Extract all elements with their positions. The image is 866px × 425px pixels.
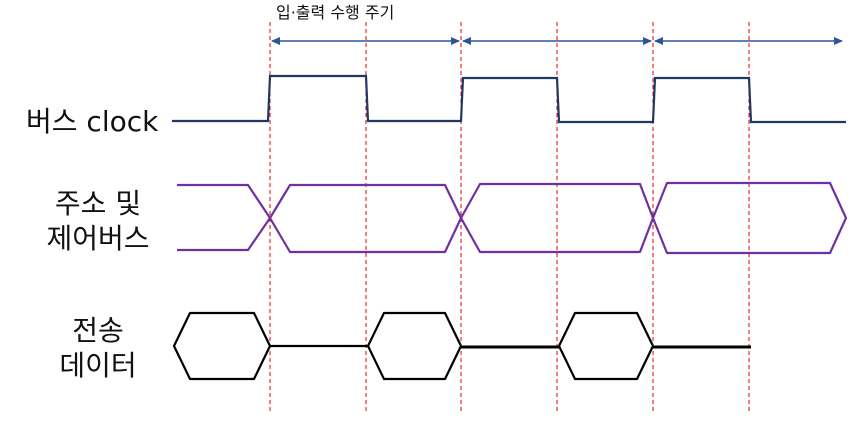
- address-control-waveform: [177, 181, 848, 255]
- transfer-data-label-line2: 데이터: [59, 349, 137, 382]
- transfer-data-waveform: [172, 311, 751, 381]
- bus-clock-label: 버스 clock: [26, 105, 159, 138]
- data-segment: [366, 311, 463, 381]
- address-bus-segment: [651, 181, 848, 255]
- address-bus-pre-line-top: [177, 183, 271, 219]
- data-segment: [172, 311, 272, 381]
- bus-clock-waveform: [172, 74, 846, 124]
- address-control-label-line1: 주소 및: [54, 187, 142, 220]
- data-segment: [557, 311, 655, 381]
- io-cycle-label: 입·출력 수행 주기: [276, 3, 395, 22]
- address-control-label-line2: 제어버스: [46, 222, 150, 255]
- cycle-guide-lines: [269, 22, 750, 413]
- address-bus-pre-line-bottom: [177, 217, 271, 252]
- transfer-data-label-line1: 전송: [72, 314, 124, 347]
